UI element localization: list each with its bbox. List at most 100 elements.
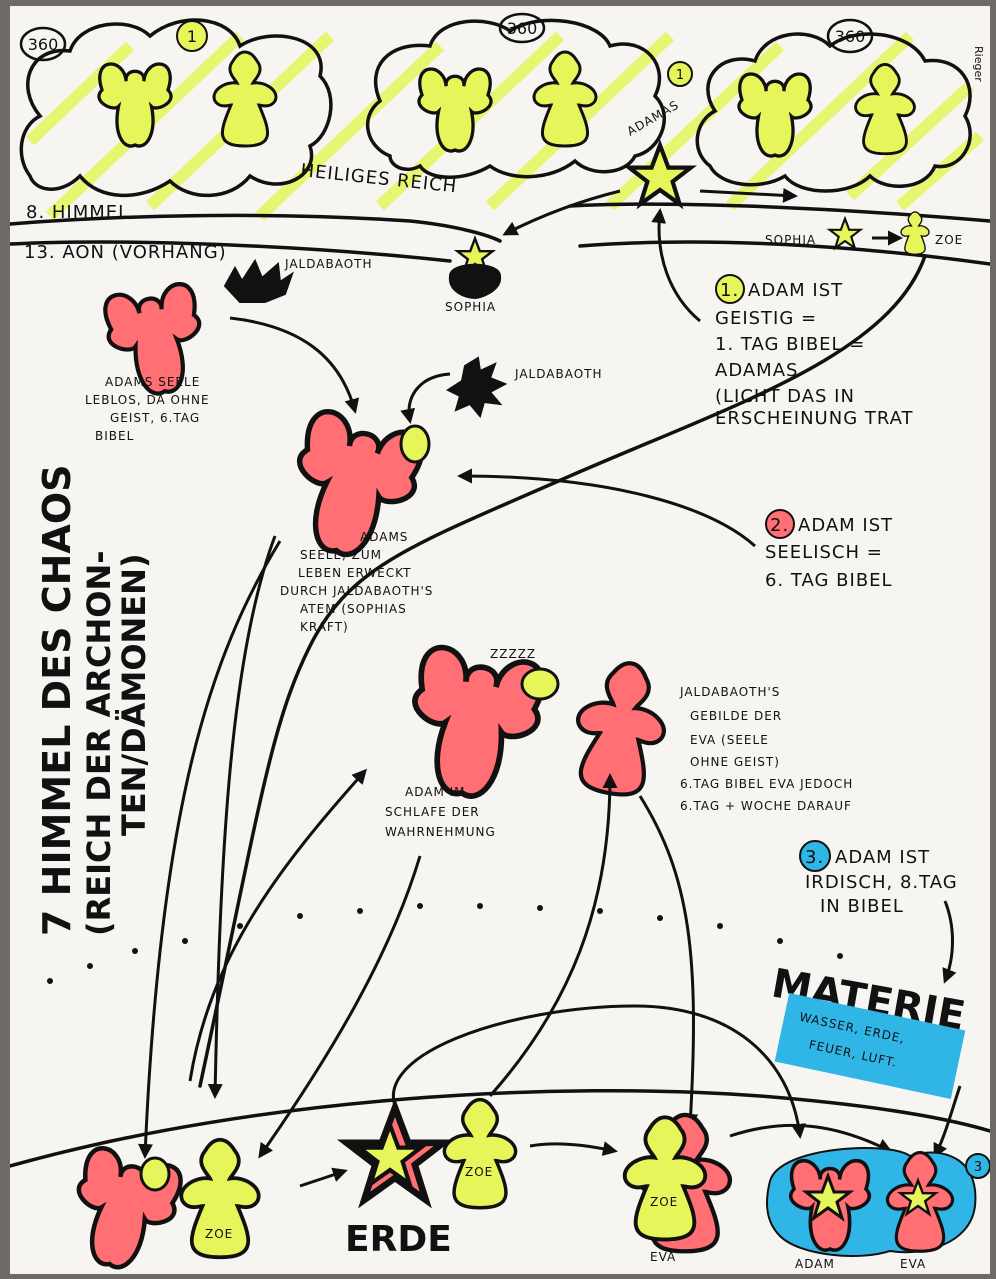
eighth-heaven-label: 8. HIMMEL <box>26 202 129 223</box>
arrow <box>299 1167 348 1188</box>
number-one-badge-small: 1 <box>667 61 693 87</box>
eighth-heaven-line <box>10 213 502 243</box>
svg-text:ADAM IST: ADAM IST <box>835 847 930 868</box>
diagram-page: 360 360 360 1 Rieger 1 ADAMAS 8. HIMMEL … <box>10 6 990 1274</box>
aeon-line <box>10 240 452 263</box>
svg-text:EVA (SEELE: EVA (SEELE <box>690 733 769 747</box>
arrow <box>391 1004 806 1139</box>
sophia-small-figure <box>828 217 862 250</box>
arrow <box>488 773 618 1097</box>
spirit-head-earth <box>139 1156 171 1192</box>
svg-text:SCHLAFE DER: SCHLAFE DER <box>385 805 480 819</box>
svg-text:ATEM (SOPHIAS: ATEM (SOPHIAS <box>300 602 407 616</box>
adam-soul-awakened-text: ADAMS SEELE, ZUM LEBEN ERWECKT DURCH JAL… <box>280 530 432 634</box>
svg-text:ADAM IM: ADAM IM <box>405 785 466 799</box>
svg-text:ADAM IST: ADAM IST <box>748 280 843 301</box>
svg-text:ADAMS SEELE: ADAMS SEELE <box>105 375 200 389</box>
svg-text:IRDISCH, 8.TAG: IRDISCH, 8.TAG <box>805 872 958 893</box>
svg-text:(LICHT DAS IN: (LICHT DAS IN <box>715 386 855 407</box>
svg-text:LEBEN ERWECKT: LEBEN ERWECKT <box>298 566 411 580</box>
svg-text:JALDABAOTH'S: JALDABAOTH'S <box>679 685 780 699</box>
eva-label-final: EVA <box>900 1257 926 1271</box>
zoe-small-figure <box>900 211 930 255</box>
svg-text:6.TAG BIBEL EVA JEDOCH: 6.TAG BIBEL EVA JEDOCH <box>680 777 853 791</box>
sophia-label: SOPHIA <box>445 300 496 314</box>
cloud-middle <box>365 18 666 179</box>
arrow <box>942 900 957 984</box>
arrow <box>400 372 451 424</box>
adamas-label: ADAMAS <box>625 98 682 139</box>
svg-text:1: 1 <box>187 27 197 46</box>
svg-text:6. TAG BIBEL: 6. TAG BIBEL <box>765 570 893 591</box>
arrow <box>651 208 701 323</box>
diagram-canvas: 360 360 360 1 Rieger 1 ADAMAS 8. HIMMEL … <box>10 12 990 1274</box>
eva-soul-figure <box>566 656 674 801</box>
cloud-left <box>19 18 333 198</box>
earth-line <box>10 1088 990 1168</box>
zoe-figure-middle <box>442 1097 518 1210</box>
svg-text:LEBLOS, DA OHNE: LEBLOS, DA OHNE <box>85 393 210 407</box>
zoe-label-middle: ZOE <box>465 1165 493 1179</box>
sleep-zzz: ZZZZZ <box>490 647 536 661</box>
divider-curve <box>198 254 927 1088</box>
arrow <box>933 1085 962 1159</box>
adam-soul-lifeless-text: ADAMS SEELE LEBLOS, DA OHNE GEIST, 6.TAG… <box>85 375 210 443</box>
archons-realm-subtitle: (REICH DER ARCHON- <box>80 550 118 936</box>
arrow <box>699 187 798 203</box>
note-adam-earthly: 3. ADAM IST IRDISCH, 8.TAG IN BIBEL <box>799 840 958 917</box>
aeon-figure <box>97 62 173 148</box>
eighth-heaven-line-right <box>568 202 990 223</box>
svg-text:360: 360 <box>28 35 59 54</box>
zoe-label-right: ZOE <box>650 1195 678 1209</box>
note-adam-soul: 2. ADAM IST SEELISCH = 6. TAG BIBEL <box>765 509 893 591</box>
svg-text:IN BIBEL: IN BIBEL <box>820 896 904 917</box>
jaldabaoth-label-top: JALDABAOTH <box>284 257 373 271</box>
count-badge-middle: 360 <box>498 12 546 44</box>
adam-sleep-text: ADAM IM SCHLAFE DER WAHRNEHMUNG <box>385 785 496 839</box>
arrow <box>229 316 360 414</box>
svg-text:GEBILDE DER: GEBILDE DER <box>690 709 782 723</box>
adam-sleeping-figure <box>400 644 547 805</box>
count-badge-right: 360 <box>826 18 874 54</box>
svg-text:ADAMAS: ADAMAS <box>715 360 798 381</box>
artist-signature: Rieger <box>972 46 985 82</box>
arrow <box>457 468 756 548</box>
jaldabaoth-label-mid: JALDABAOTH <box>514 367 603 381</box>
svg-text:ADAM IST: ADAM IST <box>798 515 893 536</box>
eva-creation-text: JALDABAOTH'S GEBILDE DER EVA (SEELE OHNE… <box>679 685 853 813</box>
svg-text:GEIST, 6.TAG: GEIST, 6.TAG <box>110 411 200 425</box>
demons-subtitle: TEN/DÄMONEN) <box>115 553 153 836</box>
spirit-head <box>399 424 431 464</box>
sophia-label-right: SOPHIA <box>765 233 816 247</box>
svg-text:ADAMS: ADAMS <box>360 530 408 544</box>
jaldabaoth-figure-mid <box>445 356 508 419</box>
svg-text:6.TAG + WOCHE DARAUF: 6.TAG + WOCHE DARAUF <box>680 799 852 813</box>
aeon-line-right <box>578 240 990 266</box>
svg-text:WAHRNEHMUNG: WAHRNEHMUNG <box>385 825 496 839</box>
svg-text:360: 360 <box>835 27 866 46</box>
aeon-figure <box>212 50 278 148</box>
adam-label: ADAM <box>795 1257 835 1271</box>
arrow <box>258 855 422 1159</box>
number-one-badge: 1 <box>176 20 208 52</box>
svg-text:3.: 3. <box>805 847 824 868</box>
svg-text:2.: 2. <box>770 515 789 536</box>
cloud-right <box>695 32 972 193</box>
zoe-label-left: ZOE <box>205 1227 233 1241</box>
dotted-boundary <box>47 903 843 984</box>
svg-text:OHNE GEIST): OHNE GEIST) <box>690 755 780 769</box>
arrow <box>529 1141 618 1157</box>
svg-text:GEISTIG =: GEISTIG = <box>715 308 817 329</box>
svg-text:SEELE, ZUM: SEELE, ZUM <box>300 548 382 562</box>
eva-label: EVA <box>650 1250 676 1264</box>
svg-text:1.: 1. <box>720 280 739 301</box>
svg-text:3: 3 <box>974 1160 982 1175</box>
svg-text:360: 360 <box>507 19 538 38</box>
sophia-dark-body <box>448 263 502 300</box>
spirit-head-sleeping <box>520 667 560 701</box>
svg-text:SEELISCH =: SEELISCH = <box>765 542 883 563</box>
svg-text:ERSCHEINUNG TRAT: ERSCHEINUNG TRAT <box>715 408 914 429</box>
chaos-heavens-title: 7 HIMMEL DES CHAOS <box>35 464 79 936</box>
aeon-figure <box>532 50 598 148</box>
arrow <box>138 540 282 1159</box>
